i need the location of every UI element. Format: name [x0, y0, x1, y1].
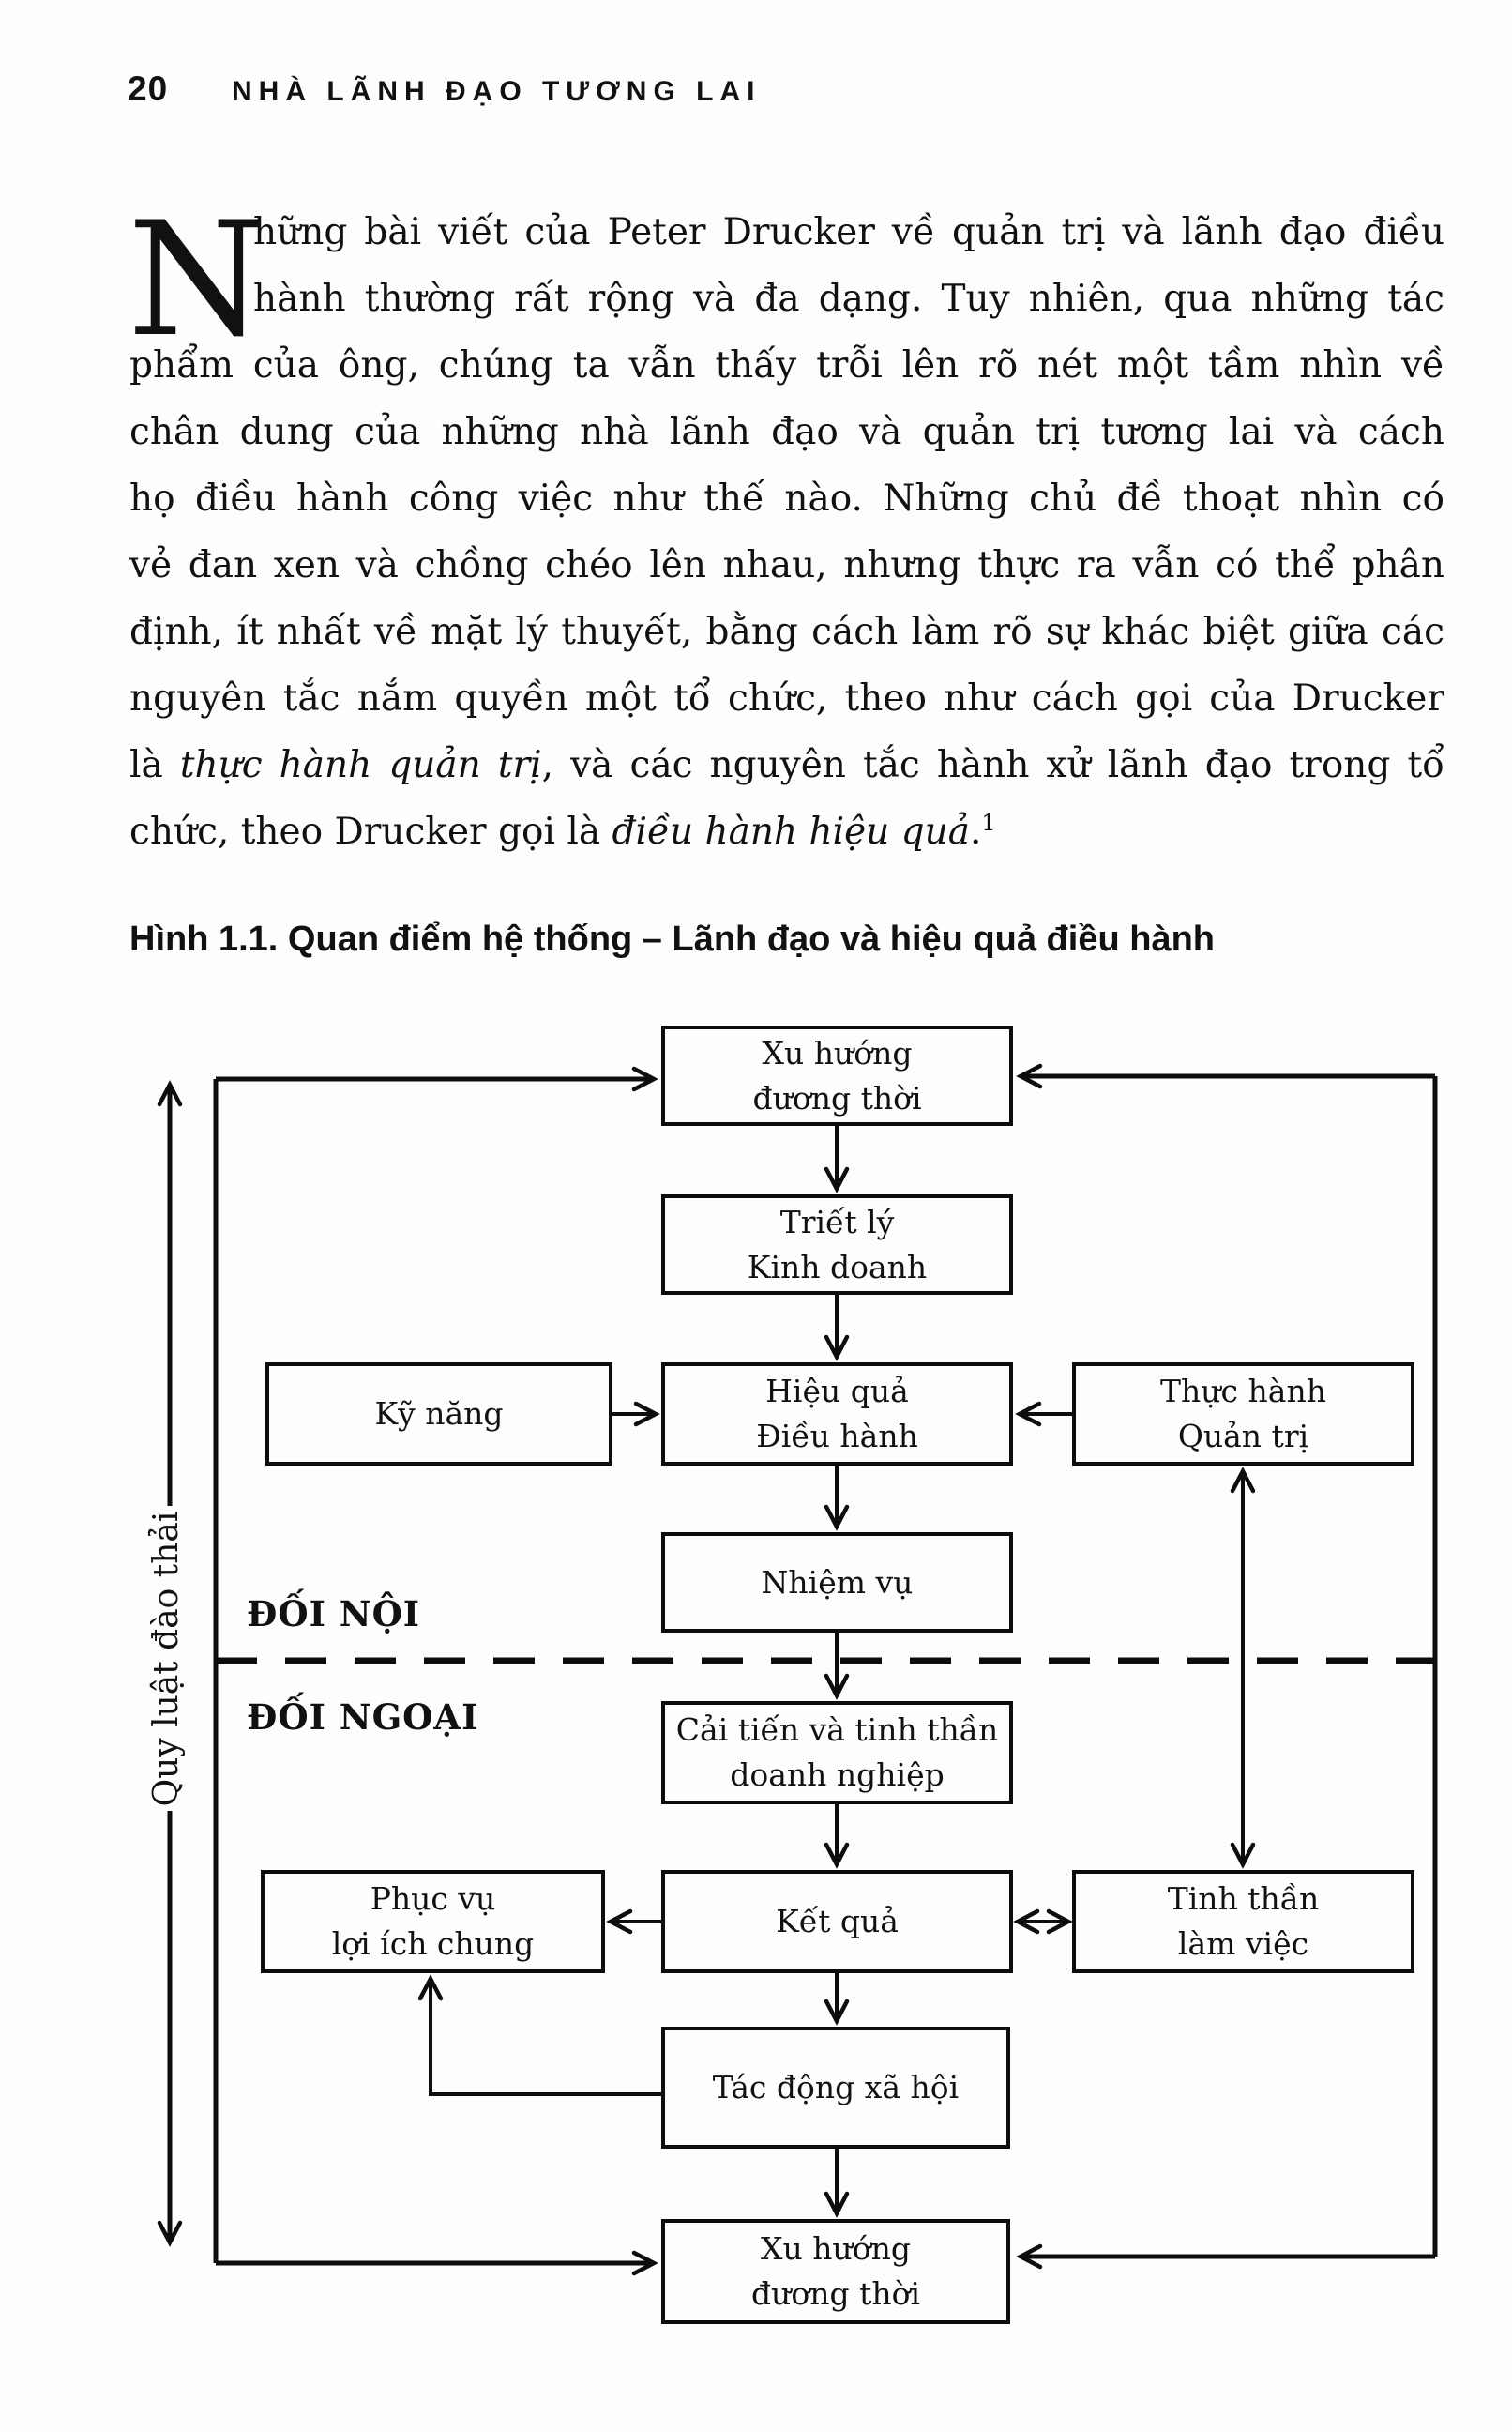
node-innovation-entrepreneurship: Cải tiến và tinh thần doanh nghiệp [661, 1701, 1013, 1804]
paragraph-line: chức, theo Drucker gọi là điều hành hiệu… [129, 798, 1444, 865]
paragraph-line: hững bài viết của Peter Drucker về quản … [253, 211, 1444, 253]
paragraph-line: hành thường rất rộng và đa dạng. Tuy nhi… [253, 278, 1444, 320]
text-run: chức, theo Drucker gọi là [129, 811, 612, 853]
text-run: , và các nguyên tắc hành xử lãnh đạo tro… [541, 744, 1444, 786]
label-internal: ĐỐI NỘI [247, 1593, 421, 1634]
node-business-philosophy: Triết lý Kinh doanh [661, 1194, 1013, 1295]
running-title: NHÀ LÃNH ĐẠO TƯƠNG LAI [232, 76, 762, 107]
label-elimination-law: Quy luật đào thải [147, 1511, 186, 1807]
paragraph-line: là thực hành quản trị, và các nguyên tắc… [129, 732, 1444, 798]
text-run: . [970, 811, 982, 853]
drop-cap: N [128, 188, 265, 372]
node-management-practice: Thực hành Quản trị [1072, 1362, 1414, 1466]
label-external: ĐỐI NGOẠI [247, 1696, 479, 1738]
page-number: 20 [128, 69, 169, 108]
italic-term: thực hành quản trị [179, 744, 542, 786]
paragraph-line: họ điều hành công việc như thế nào. Nhữn… [129, 478, 1444, 520]
body-paragraph: hững bài viết của Peter Drucker về quản … [129, 199, 1444, 865]
text-run: là [129, 744, 180, 786]
paragraph-line: phẩm của ông, chúng ta vẫn thấy trỗi lên… [129, 344, 1444, 387]
node-social-impact: Tác động xã hội [661, 2027, 1010, 2149]
node-mission: Nhiệm vụ [661, 1532, 1013, 1633]
paragraph-line: vẻ đan xen và chồng chéo lên nhau, nhưng… [129, 544, 1444, 586]
figure-caption: Hình 1.1. Quan điểm hệ thống – Lãnh đạo … [129, 920, 1215, 959]
arrow-social-to-public [417, 1974, 661, 2096]
italic-term: điều hành hiệu quả [612, 811, 970, 853]
node-results: Kết quả [661, 1870, 1013, 1973]
footnote-reference: 1 [981, 810, 996, 836]
paragraph-line: chân dung của những nhà lãnh đạo và quản… [129, 411, 1444, 453]
node-executive-effectiveness: Hiệu quả Điều hành [661, 1362, 1013, 1466]
node-current-trends-top: Xu hướng đương thời [661, 1026, 1013, 1126]
figure-diagram: Xu hướng đương thời Triết lý Kinh doanh … [0, 995, 1512, 2374]
node-public-interest: Phục vụ lợi ích chung [261, 1870, 605, 1973]
node-skills: Kỹ năng [265, 1362, 612, 1466]
paragraph-line: nguyên tắc nắm quyền một tổ chức, theo n… [129, 677, 1444, 720]
node-work-spirit: Tinh thần làm việc [1072, 1870, 1414, 1973]
paragraph-line: định, ít nhất về mặt lý thuyết, bằng các… [129, 611, 1444, 653]
diagram-connectors [157, 1063, 1438, 2276]
node-current-trends-bottom: Xu hướng đương thời [661, 2219, 1010, 2324]
